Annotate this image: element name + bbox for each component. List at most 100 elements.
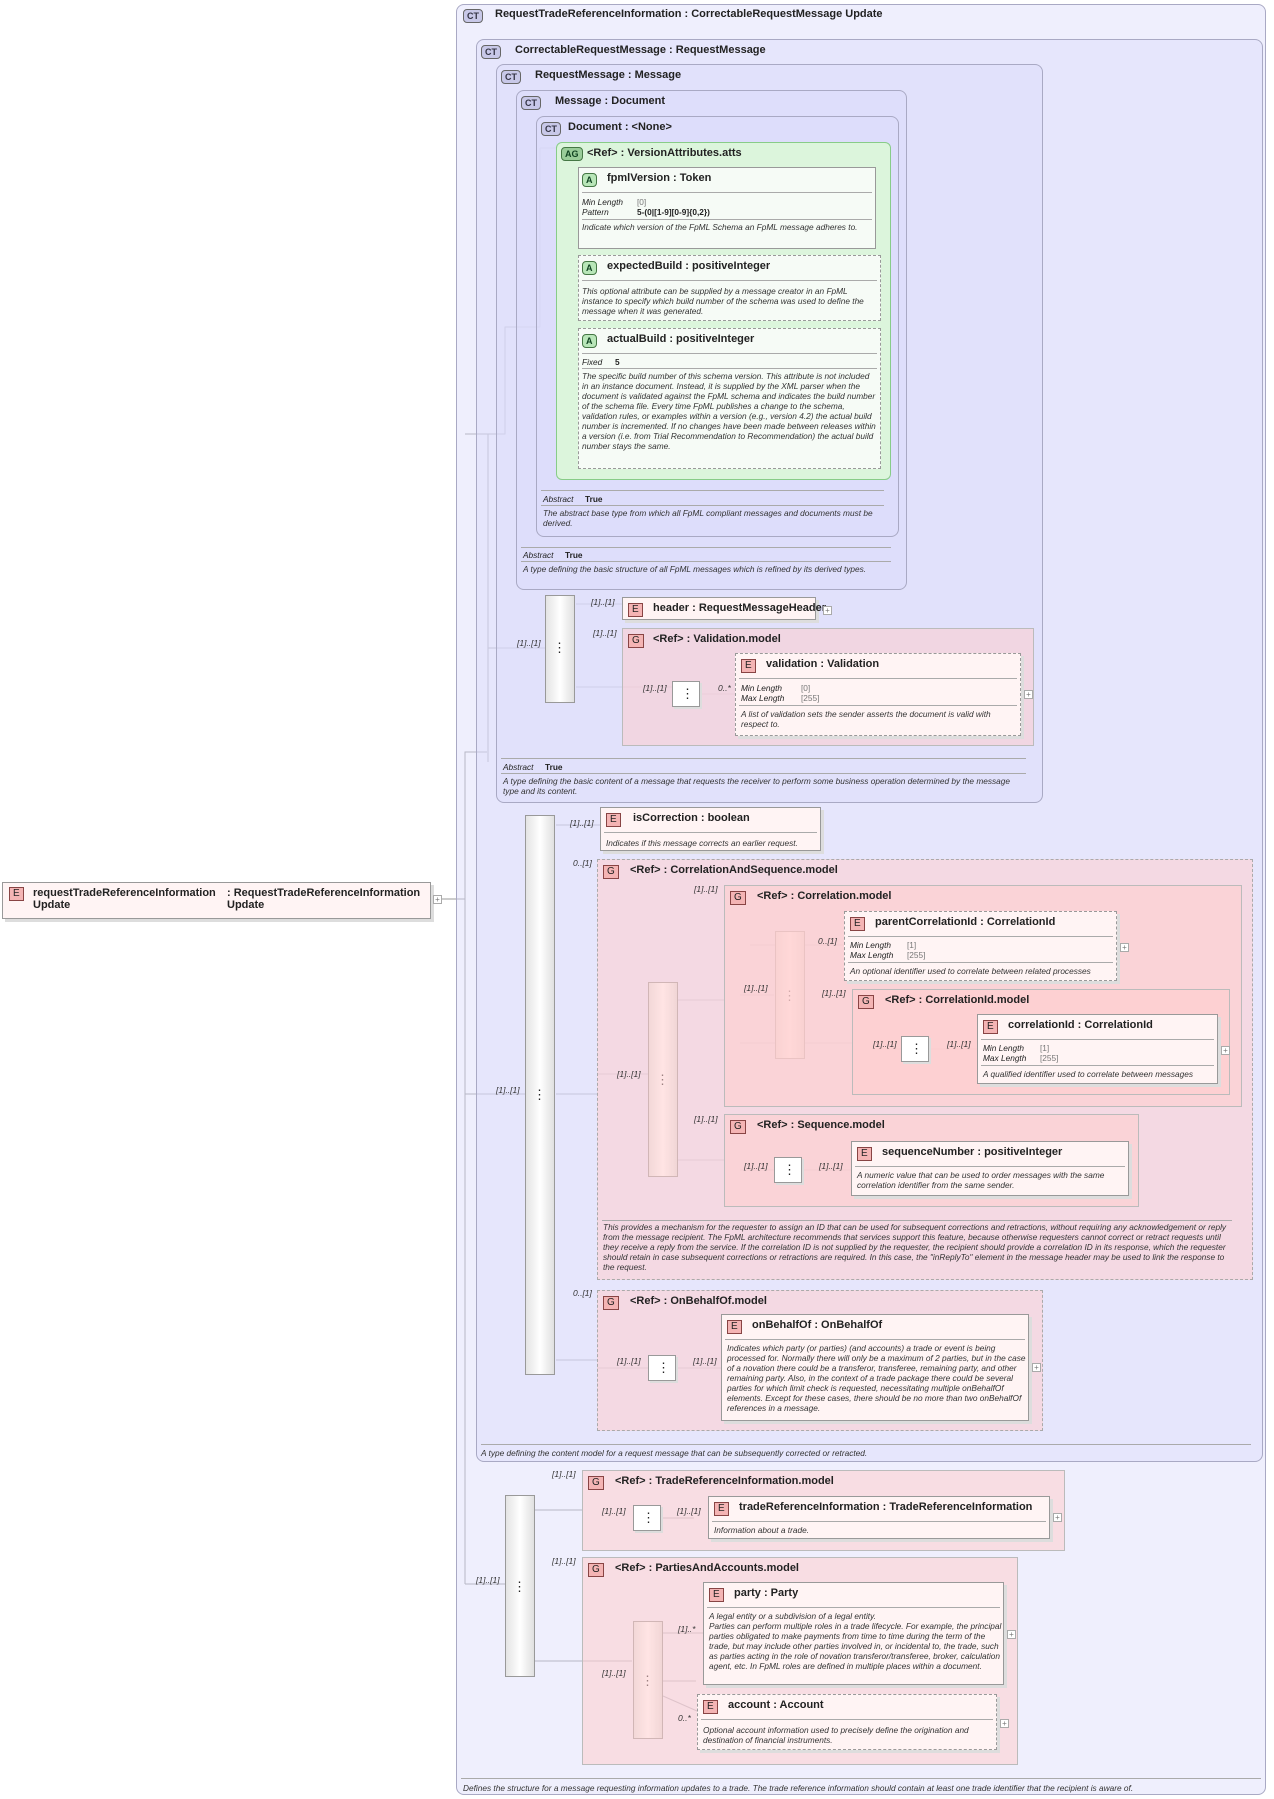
- multiplicity: [1]..[1]: [694, 1114, 718, 1124]
- fpml-version-attribute[interactable]: A fpmlVersion : Token Min Length [0] Pat…: [578, 167, 876, 249]
- on-behalf-model-title: <Ref> : OnBehalfOf.model: [630, 1295, 767, 1307]
- complex-type-badge: CT: [521, 96, 541, 110]
- expand-icon[interactable]: +: [1024, 690, 1033, 699]
- element-badge: E: [606, 813, 621, 827]
- actual-build-attribute[interactable]: A actualBuild : positiveInteger Fixed 5 …: [578, 328, 881, 469]
- correlation-model-title: <Ref> : Correlation.model: [757, 890, 892, 902]
- correlation-id-element[interactable]: E correlationId : CorrelationId Min Leng…: [977, 1014, 1230, 1084]
- multiplicity: [1]..[1]: [591, 597, 615, 607]
- multiplicity: [1]..[1]: [677, 1506, 701, 1516]
- group-badge: G: [603, 1296, 619, 1310]
- sequence-icon[interactable]: ⋮: [648, 1355, 676, 1381]
- fpml-version-doc: Indicate which version of the FpML Schem…: [582, 222, 858, 232]
- multiplicity: [1]..[1]: [517, 638, 541, 648]
- expand-icon[interactable]: +: [1120, 943, 1129, 952]
- multiplicity: [1]..[1]: [593, 628, 617, 638]
- element-badge: E: [741, 659, 756, 673]
- on-behalf-title: onBehalfOf : OnBehalfOf: [752, 1319, 883, 1331]
- validation-doc: A list of validation sets the sender ass…: [741, 709, 991, 729]
- element-badge: E: [703, 1700, 718, 1714]
- expand-icon[interactable]: +: [433, 895, 442, 904]
- multiplicity: [1]..[1]: [693, 1356, 717, 1366]
- sequence-compositor[interactable]: ⋮: [525, 815, 555, 1375]
- parent-corr-title: parentCorrelationId : CorrelationId: [875, 916, 1056, 928]
- group-badge: G: [730, 891, 746, 905]
- multiplicity: 0..[1]: [818, 936, 837, 946]
- seq-number-title: sequenceNumber : positiveInteger: [882, 1146, 1063, 1158]
- party-element[interactable]: E party : Party A legal entity or a subd…: [703, 1582, 1016, 1685]
- element-badge: E: [727, 1320, 742, 1334]
- on-behalf-of-element[interactable]: E onBehalfOf : OnBehalfOf Indicates whic…: [721, 1314, 1041, 1421]
- expected-build-attribute[interactable]: A expectedBuild : positiveInteger This o…: [578, 255, 881, 321]
- document-title: Document : <None>: [568, 121, 672, 133]
- message-title: Message : Document: [555, 95, 666, 107]
- element-badge: E: [9, 887, 24, 901]
- trade-ref-model-title: <Ref> : TradeReferenceInformation.model: [615, 1475, 834, 1487]
- attribute-badge: A: [582, 334, 597, 348]
- prop-label: Max Length: [741, 693, 785, 703]
- sequence-icon[interactable]: ⋮: [633, 1505, 661, 1531]
- header-element[interactable]: E header : RequestMessageHeader +: [622, 597, 832, 620]
- multiplicity: [1]..[1]: [496, 1085, 520, 1095]
- element-badge: E: [628, 603, 643, 617]
- multiplicity: [1]..[1]: [822, 988, 846, 998]
- complex-type-badge: CT: [463, 9, 483, 23]
- multiplicity: [1]..[1]: [617, 1356, 641, 1366]
- expand-icon[interactable]: +: [1032, 1363, 1041, 1372]
- prop-value: [255]: [801, 693, 820, 703]
- element-badge: E: [709, 1588, 724, 1602]
- sequence-compositor[interactable]: ⋮: [505, 1495, 535, 1677]
- corr-seq-doc: This provides a mechanism for the reques…: [603, 1222, 1227, 1272]
- sequence-icon[interactable]: ⋮: [672, 681, 700, 707]
- root-element-type: : RequestTradeReferenceInformation Updat…: [227, 887, 421, 911]
- account-element[interactable]: E account : Account Optional account inf…: [697, 1694, 1009, 1750]
- multiplicity: 0..[1]: [573, 858, 592, 868]
- multiplicity: [1]..[1]: [617, 1069, 641, 1079]
- corr-id-doc: A qualified identifier used to correlate…: [983, 1069, 1194, 1079]
- expand-icon[interactable]: +: [1221, 1046, 1230, 1055]
- root-element-name: requestTradeReferenceInformation Update: [33, 887, 216, 911]
- validation-element[interactable]: E validation : Validation Min Length [0]…: [735, 653, 1033, 736]
- multiplicity: 0..*: [678, 1713, 691, 1723]
- actual-build-doc: The specific build number of this schema…: [582, 371, 876, 451]
- version-atts-title: <Ref> : VersionAttributes.atts: [587, 147, 742, 159]
- group-badge: G: [628, 634, 644, 648]
- expand-icon[interactable]: +: [823, 606, 832, 615]
- element-badge: E: [857, 1147, 872, 1161]
- expand-icon[interactable]: +: [1000, 1719, 1009, 1728]
- fpml-version-title: fpmlVersion : Token: [607, 172, 712, 184]
- expand-icon[interactable]: +: [1007, 1630, 1016, 1639]
- element-badge: E: [714, 1502, 729, 1516]
- is-correction-element[interactable]: E isCorrection : boolean Indicates if th…: [600, 807, 821, 851]
- multiplicity: [1]..[1]: [819, 1161, 843, 1171]
- attribute-group-badge: AG: [561, 147, 583, 161]
- sequence-icon[interactable]: ⋮: [901, 1036, 929, 1062]
- sequence-icon[interactable]: ⋮: [774, 1157, 802, 1183]
- group-badge: G: [603, 865, 619, 879]
- prop-label: Fixed: [582, 357, 603, 367]
- sequence-compositor[interactable]: ⋮: [545, 595, 575, 703]
- sequence-icon: ⋮: [513, 1579, 526, 1594]
- parent-correlation-id-element[interactable]: E parentCorrelationId : CorrelationId Mi…: [844, 911, 1129, 981]
- prop-value: 5: [615, 357, 620, 367]
- sequence-number-element[interactable]: E sequenceNumber : positiveInteger A num…: [851, 1141, 1129, 1196]
- group-badge: G: [858, 995, 874, 1009]
- party-title: party : Party: [734, 1587, 799, 1599]
- prop-value: [1]: [1040, 1043, 1050, 1053]
- validation-title: validation : Validation: [766, 658, 880, 670]
- corr-seq-title: <Ref> : CorrelationAndSequence.model: [630, 864, 838, 876]
- corr-id-model-title: <Ref> : CorrelationId.model: [885, 994, 1030, 1006]
- trade-reference-information-element[interactable]: E tradeReferenceInformation : TradeRefer…: [708, 1496, 1062, 1539]
- corr-id-title: correlationId : CorrelationId: [1008, 1019, 1153, 1031]
- multiplicity: [1]..*: [678, 1624, 696, 1634]
- prop-label: Min Length: [582, 197, 624, 207]
- prop-value: [0]: [801, 683, 811, 693]
- complex-type-badge: CT: [481, 45, 501, 59]
- root-element-box[interactable]: E requestTradeReferenceInformation Updat…: [2, 882, 442, 919]
- multiplicity: [1]..[1]: [744, 983, 768, 993]
- parties-model-title: <Ref> : PartiesAndAccounts.model: [615, 1562, 799, 1574]
- correctable-doc: A type defining the content model for a …: [481, 1448, 868, 1458]
- correctable-title: CorrectableRequestMessage : RequestMessa…: [515, 44, 766, 56]
- multiplicity: [1]..[1]: [552, 1556, 576, 1566]
- expand-icon[interactable]: +: [1053, 1513, 1062, 1522]
